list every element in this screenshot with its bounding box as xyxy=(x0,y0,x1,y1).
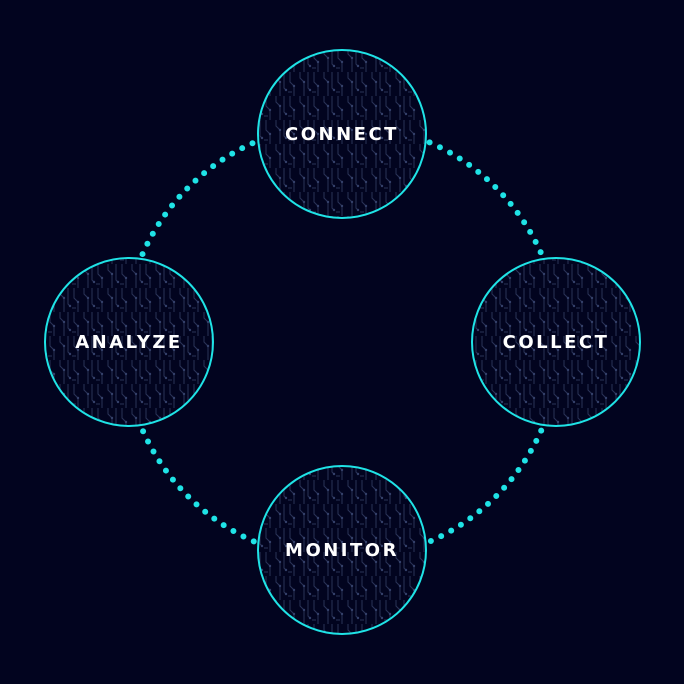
node-label: CONNECT xyxy=(285,123,399,145)
node-label: MONITOR xyxy=(285,539,399,561)
node-monitor: MONITOR xyxy=(258,466,426,634)
node-label: ANALYZE xyxy=(75,331,183,353)
node-label: COLLECT xyxy=(502,331,610,353)
node-connect: CONNECT xyxy=(258,50,426,218)
node-analyze: ANALYZE xyxy=(45,258,213,426)
node-circles xyxy=(44,49,641,635)
node-collect: COLLECT xyxy=(472,258,640,426)
